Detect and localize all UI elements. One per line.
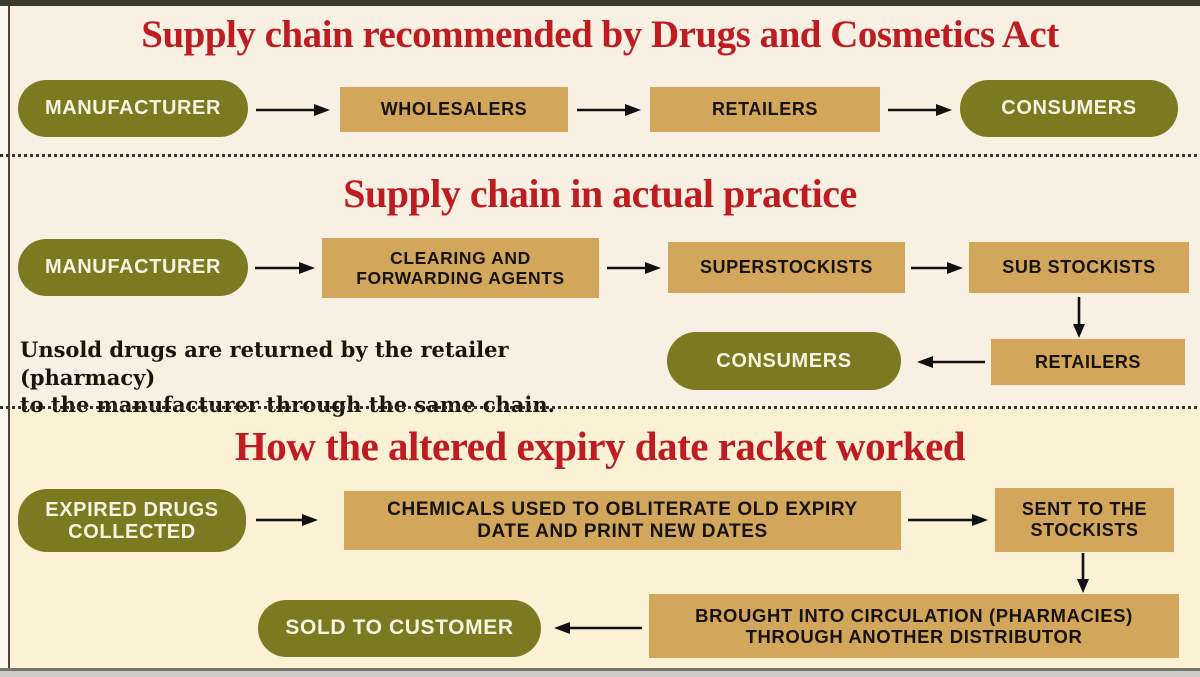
- arrow-expired-to-chemicals-icon: [256, 513, 318, 527]
- node-manufacturer-1: MANUFACTURER: [18, 80, 248, 137]
- node-chemicals-obliterate-expiry: CHEMICALS USED TO OBLITERATE OLD EXPIRY …: [344, 491, 901, 550]
- frame-bottom-border: [0, 668, 1200, 671]
- node-wholesalers: WHOLESALERS: [340, 87, 568, 132]
- frame-top-border: [0, 0, 1200, 6]
- dotted-divider-1: [0, 154, 1200, 157]
- frame-left-strip: [0, 6, 8, 671]
- node-sent-to-stockists: SENT TO THE STOCKISTS: [995, 488, 1174, 552]
- node-clearing-forwarding-agents: CLEARING AND FORWARDING AGENTS: [322, 238, 599, 298]
- arrow-wholesalers-to-retailers-icon: [577, 103, 641, 117]
- node-consumers-1: CONSUMERS: [960, 80, 1178, 137]
- arrow-retailers-to-consumers-icon: [888, 103, 952, 117]
- node-sub-stockists: SUB STOCKISTS: [969, 242, 1189, 293]
- dotted-divider-2: [0, 406, 1200, 409]
- node-superstockists: SUPERSTOCKISTS: [668, 242, 905, 293]
- frame-bottom-border-light: [0, 671, 1200, 677]
- arrow-clearing-to-superstockists-icon: [607, 261, 661, 275]
- section2-title: Supply chain in actual practice: [343, 171, 857, 216]
- node-consumers-2: CONSUMERS: [667, 332, 901, 390]
- arrow-stockists-to-circulation-icon: [1076, 553, 1090, 593]
- node-manufacturer-2: MANUFACTURER: [18, 239, 248, 296]
- arrow-superstockists-to-substockists-icon: [911, 261, 963, 275]
- section3-title: How the altered expiry date racket worke…: [234, 423, 966, 469]
- node-brought-into-circulation: BROUGHT INTO CIRCULATION (PHARMACIES) TH…: [649, 594, 1179, 658]
- arrow-manufacturer-to-clearing-icon: [255, 261, 315, 275]
- section1-title: Supply chain recommended by Drugs and Co…: [141, 13, 1059, 56]
- arrow-chemicals-to-stockists-icon: [908, 513, 988, 527]
- arrow-circulation-to-sold-icon: [554, 621, 642, 635]
- node-retailers-1: RETAILERS: [650, 87, 880, 132]
- node-expired-drugs-collected: EXPIRED DRUGS COLLECTED: [18, 489, 246, 552]
- arrow-manufacturer-to-wholesalers-icon: [256, 103, 330, 117]
- node-retailers-2: RETAILERS: [991, 339, 1185, 385]
- arrow-retailers-to-consumers-2-icon: [917, 355, 985, 369]
- node-sold-to-customer: SOLD TO CUSTOMER: [258, 600, 541, 657]
- frame-left-border: [8, 6, 10, 669]
- unsold-drugs-note: Unsold drugs are returned by the retaile…: [20, 337, 555, 418]
- arrow-substockists-to-retailers-icon: [1072, 297, 1086, 338]
